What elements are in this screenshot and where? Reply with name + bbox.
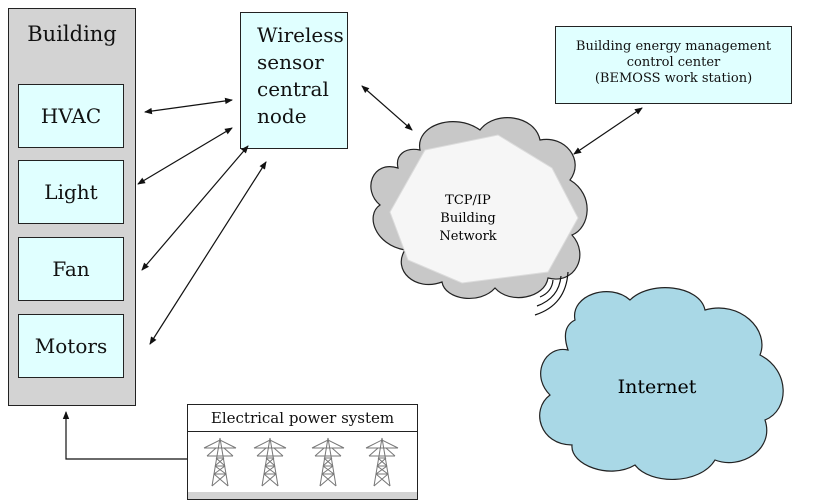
bemoss-line-3: (BEMOSS work station) — [594, 71, 753, 86]
transmission-tower-icon — [311, 437, 345, 487]
light-box: Light — [18, 160, 124, 224]
fan-box: Fan — [18, 237, 124, 301]
power-system-label: Electrical power system — [188, 405, 417, 432]
motors-label: Motors — [34, 334, 108, 358]
wsn-line-1: Wireless — [257, 23, 344, 47]
power-tower-strip — [188, 432, 417, 492]
wsn-line-2: sensor — [257, 50, 324, 74]
motors-box: Motors — [18, 314, 124, 378]
building-title: Building — [27, 22, 117, 46]
tcp-ip-network-cloud — [370, 117, 588, 300]
wsn-line-3: central — [257, 77, 329, 101]
transmission-tower-icon — [203, 437, 237, 487]
fan-link-arrow — [141, 145, 249, 271]
transmission-tower-icon — [365, 437, 399, 487]
internet-label: Internet — [618, 376, 697, 398]
hvac-link-arrow — [144, 97, 233, 115]
fan-label: Fan — [52, 257, 90, 281]
wsn-line-4: node — [257, 104, 307, 128]
bemoss-line-2: control center — [626, 55, 721, 70]
node-network-arrow — [361, 85, 413, 131]
hvac-box: HVAC — [18, 84, 124, 148]
network-line-3: Network — [439, 229, 496, 244]
light-label: Light — [44, 180, 98, 204]
power-building-arrow — [62, 411, 187, 460]
motors-link-arrow — [149, 161, 267, 345]
wireless-signal-icon — [534, 271, 569, 316]
network-line-1: TCP/IP — [445, 193, 491, 208]
network-line-2: Building — [440, 211, 495, 226]
hvac-label: HVAC — [40, 104, 102, 128]
bemoss-line-1: Building energy management — [575, 39, 772, 54]
network-bemoss-arrow — [573, 107, 643, 155]
internet-cloud — [539, 287, 784, 481]
transmission-tower-icon — [253, 437, 287, 487]
wireless-sensor-node: Wireless sensor central node — [240, 12, 348, 149]
bemoss-control-center: Building energy management control cente… — [555, 26, 792, 104]
light-link-arrow — [137, 127, 233, 185]
